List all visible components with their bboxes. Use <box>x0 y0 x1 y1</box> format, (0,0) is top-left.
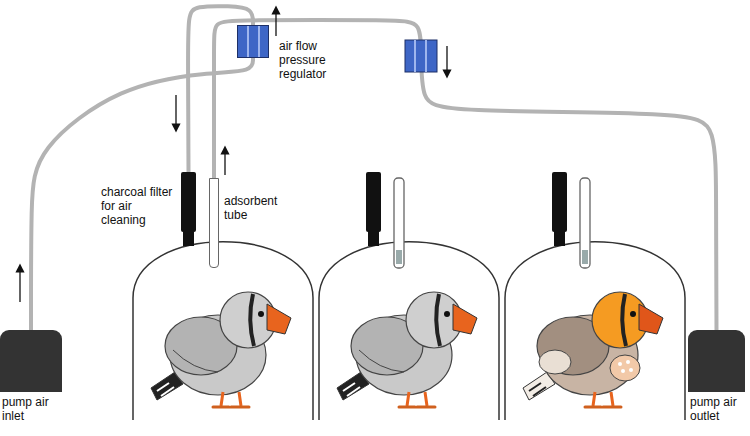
label-text: adsorbent tube <box>224 195 290 223</box>
pressure-regulator <box>405 40 437 72</box>
label-text: charcoal filter for air cleaning <box>101 186 175 227</box>
adsorbent-tube: adsorbent tube <box>209 178 219 268</box>
filter-cap <box>183 232 194 246</box>
flow-arrow <box>20 10 447 302</box>
pump: pump air outlet <box>688 330 745 392</box>
zebra-finch <box>151 292 291 407</box>
zebra-finch-male <box>523 292 663 407</box>
zebra-finch <box>337 292 477 407</box>
label-text: pump air inlet <box>2 396 62 424</box>
label-text: pump air outlet <box>690 396 748 424</box>
bell-jar <box>133 242 685 420</box>
pump: pump air inlet <box>0 330 62 392</box>
label-text: air flow pressure regulator <box>279 40 351 81</box>
pressure-regulator: air flow pressure regulator <box>237 25 269 58</box>
filter-and-tube <box>211 172 590 268</box>
charcoal-filter: charcoal filter for air cleaning <box>181 172 196 232</box>
